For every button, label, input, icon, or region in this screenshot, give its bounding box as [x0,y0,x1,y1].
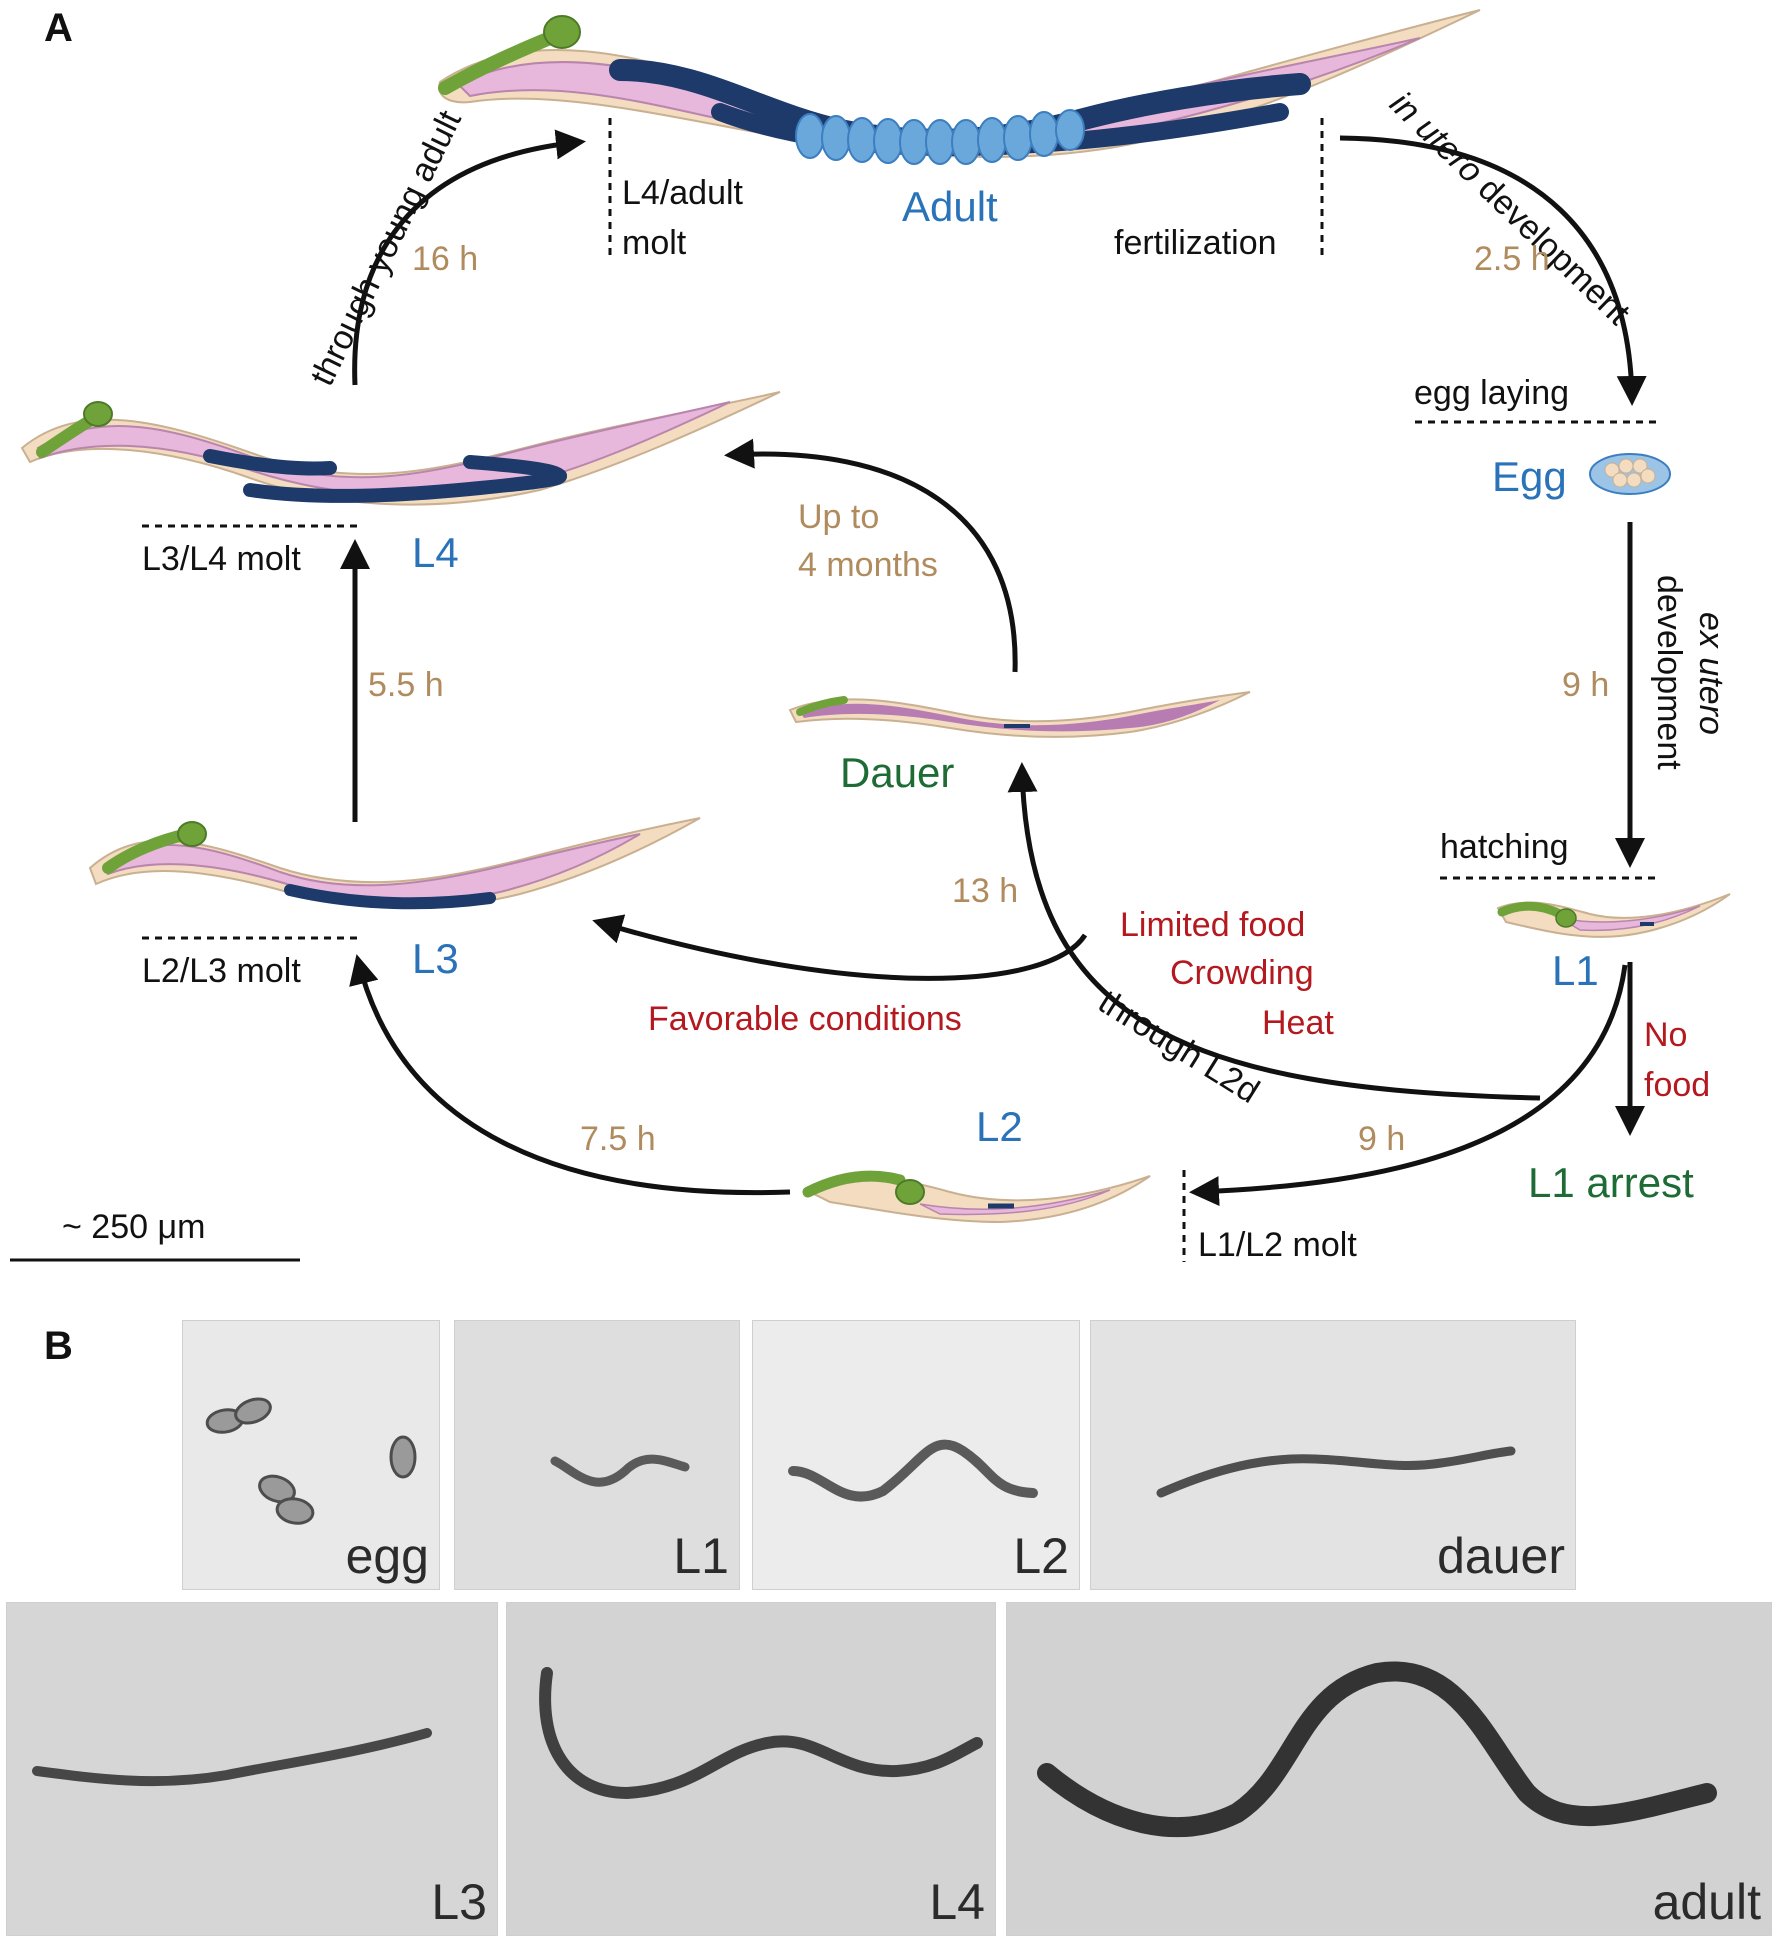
photo-label-dauer: dauer [1437,1528,1565,1584]
condition-food: food [1644,1066,1711,1104]
stage-l4: L4 [412,529,459,576]
arrow-l1-to-dauer [1007,762,1541,1101]
stage-egg: Egg [1492,453,1567,500]
label-l2-l3-molt: L2/L3 molt [142,952,301,990]
label-ex-utero-development: development [1650,575,1688,770]
label-in-utero-development: in utero development [1382,84,1637,332]
panel-b-letter: B [44,1324,73,1368]
arrow-l2-to-l3 [349,954,791,1196]
photo-label-l2: L2 [1013,1528,1069,1584]
panel-a-letter: A [44,6,73,50]
condition-limited-food: Limited food [1120,906,1306,944]
stage-l2: L2 [976,1103,1023,1150]
photo-label-l3: L3 [431,1874,487,1930]
label-fertilization: fertilization [1114,224,1277,262]
scale-bar-label: ~ 250 μm [62,1208,206,1246]
arrow-l4-to-adult [352,129,586,386]
photo-l4: L4 [506,1602,996,1936]
photo-dauer: dauer [1090,1320,1576,1590]
stage-adult: Adult [902,183,998,230]
label-l4-adult-molt-1: L4/adult [622,174,743,212]
adult-worm-illustration [438,9,1481,165]
dauer-worm-illustration [788,691,1251,738]
photo-label-l4: L4 [929,1874,985,1930]
stage-dauer: Dauer [840,749,955,796]
stage-l1-arrest: L1 arrest [1528,1159,1694,1206]
condition-favorable: Favorable conditions [648,1000,962,1038]
label-hatching: hatching [1440,828,1569,866]
label-through-l2d: through L2d [1092,983,1266,1111]
photo-label-adult: adult [1652,1874,1761,1930]
cycle-arrows [340,129,1647,1207]
label-egg-laying: egg laying [1414,374,1570,412]
photo-l2: L2 [752,1320,1080,1590]
label-l1-l2-molt: L1/L2 molt [1198,1226,1357,1264]
photo-adult: adult [1006,1602,1772,1936]
stage-l3: L3 [412,935,459,982]
time-2-5h: 2.5 h [1474,240,1550,278]
label-ex-utero: ex utero [1692,612,1730,735]
photo-label-egg: egg [345,1528,429,1584]
photo-egg: egg [182,1320,440,1590]
l3-worm-illustration [88,817,701,910]
l2-worm-illustration [802,1170,1151,1224]
time-up-to: Up to [798,498,880,536]
arrow-dauer-to-l4 [724,438,1018,673]
stage-l1: L1 [1552,947,1599,994]
arrow-l1-to-l2 [1189,964,1628,1207]
l4-worm-illustration [20,391,781,506]
condition-no: No [1644,1016,1688,1054]
molt-markers [142,118,1658,1262]
egg-icon [1589,453,1671,495]
time-16h: 16 h [412,240,479,278]
time-7-5h: 7.5 h [580,1120,656,1158]
time-5-5h: 5.5 h [368,666,444,704]
time-9h-l1: 9 h [1358,1120,1406,1158]
condition-heat: Heat [1262,1004,1334,1042]
condition-crowding: Crowding [1170,954,1314,992]
time-9h-egg: 9 h [1562,666,1610,704]
arrow-dauer-to-l3 [592,914,1088,981]
l1-worm-illustration [1496,893,1731,938]
time-4-months: 4 months [798,546,938,584]
photo-l3: L3 [6,1602,498,1936]
photo-label-l1: L1 [673,1528,729,1584]
photo-l1: L1 [454,1320,740,1590]
label-l4-adult-molt-2: molt [622,224,687,262]
time-13h: 13 h [952,872,1019,910]
arrow-adult-to-egg [1339,135,1647,406]
label-l3-l4-molt: L3/L4 molt [142,540,301,578]
